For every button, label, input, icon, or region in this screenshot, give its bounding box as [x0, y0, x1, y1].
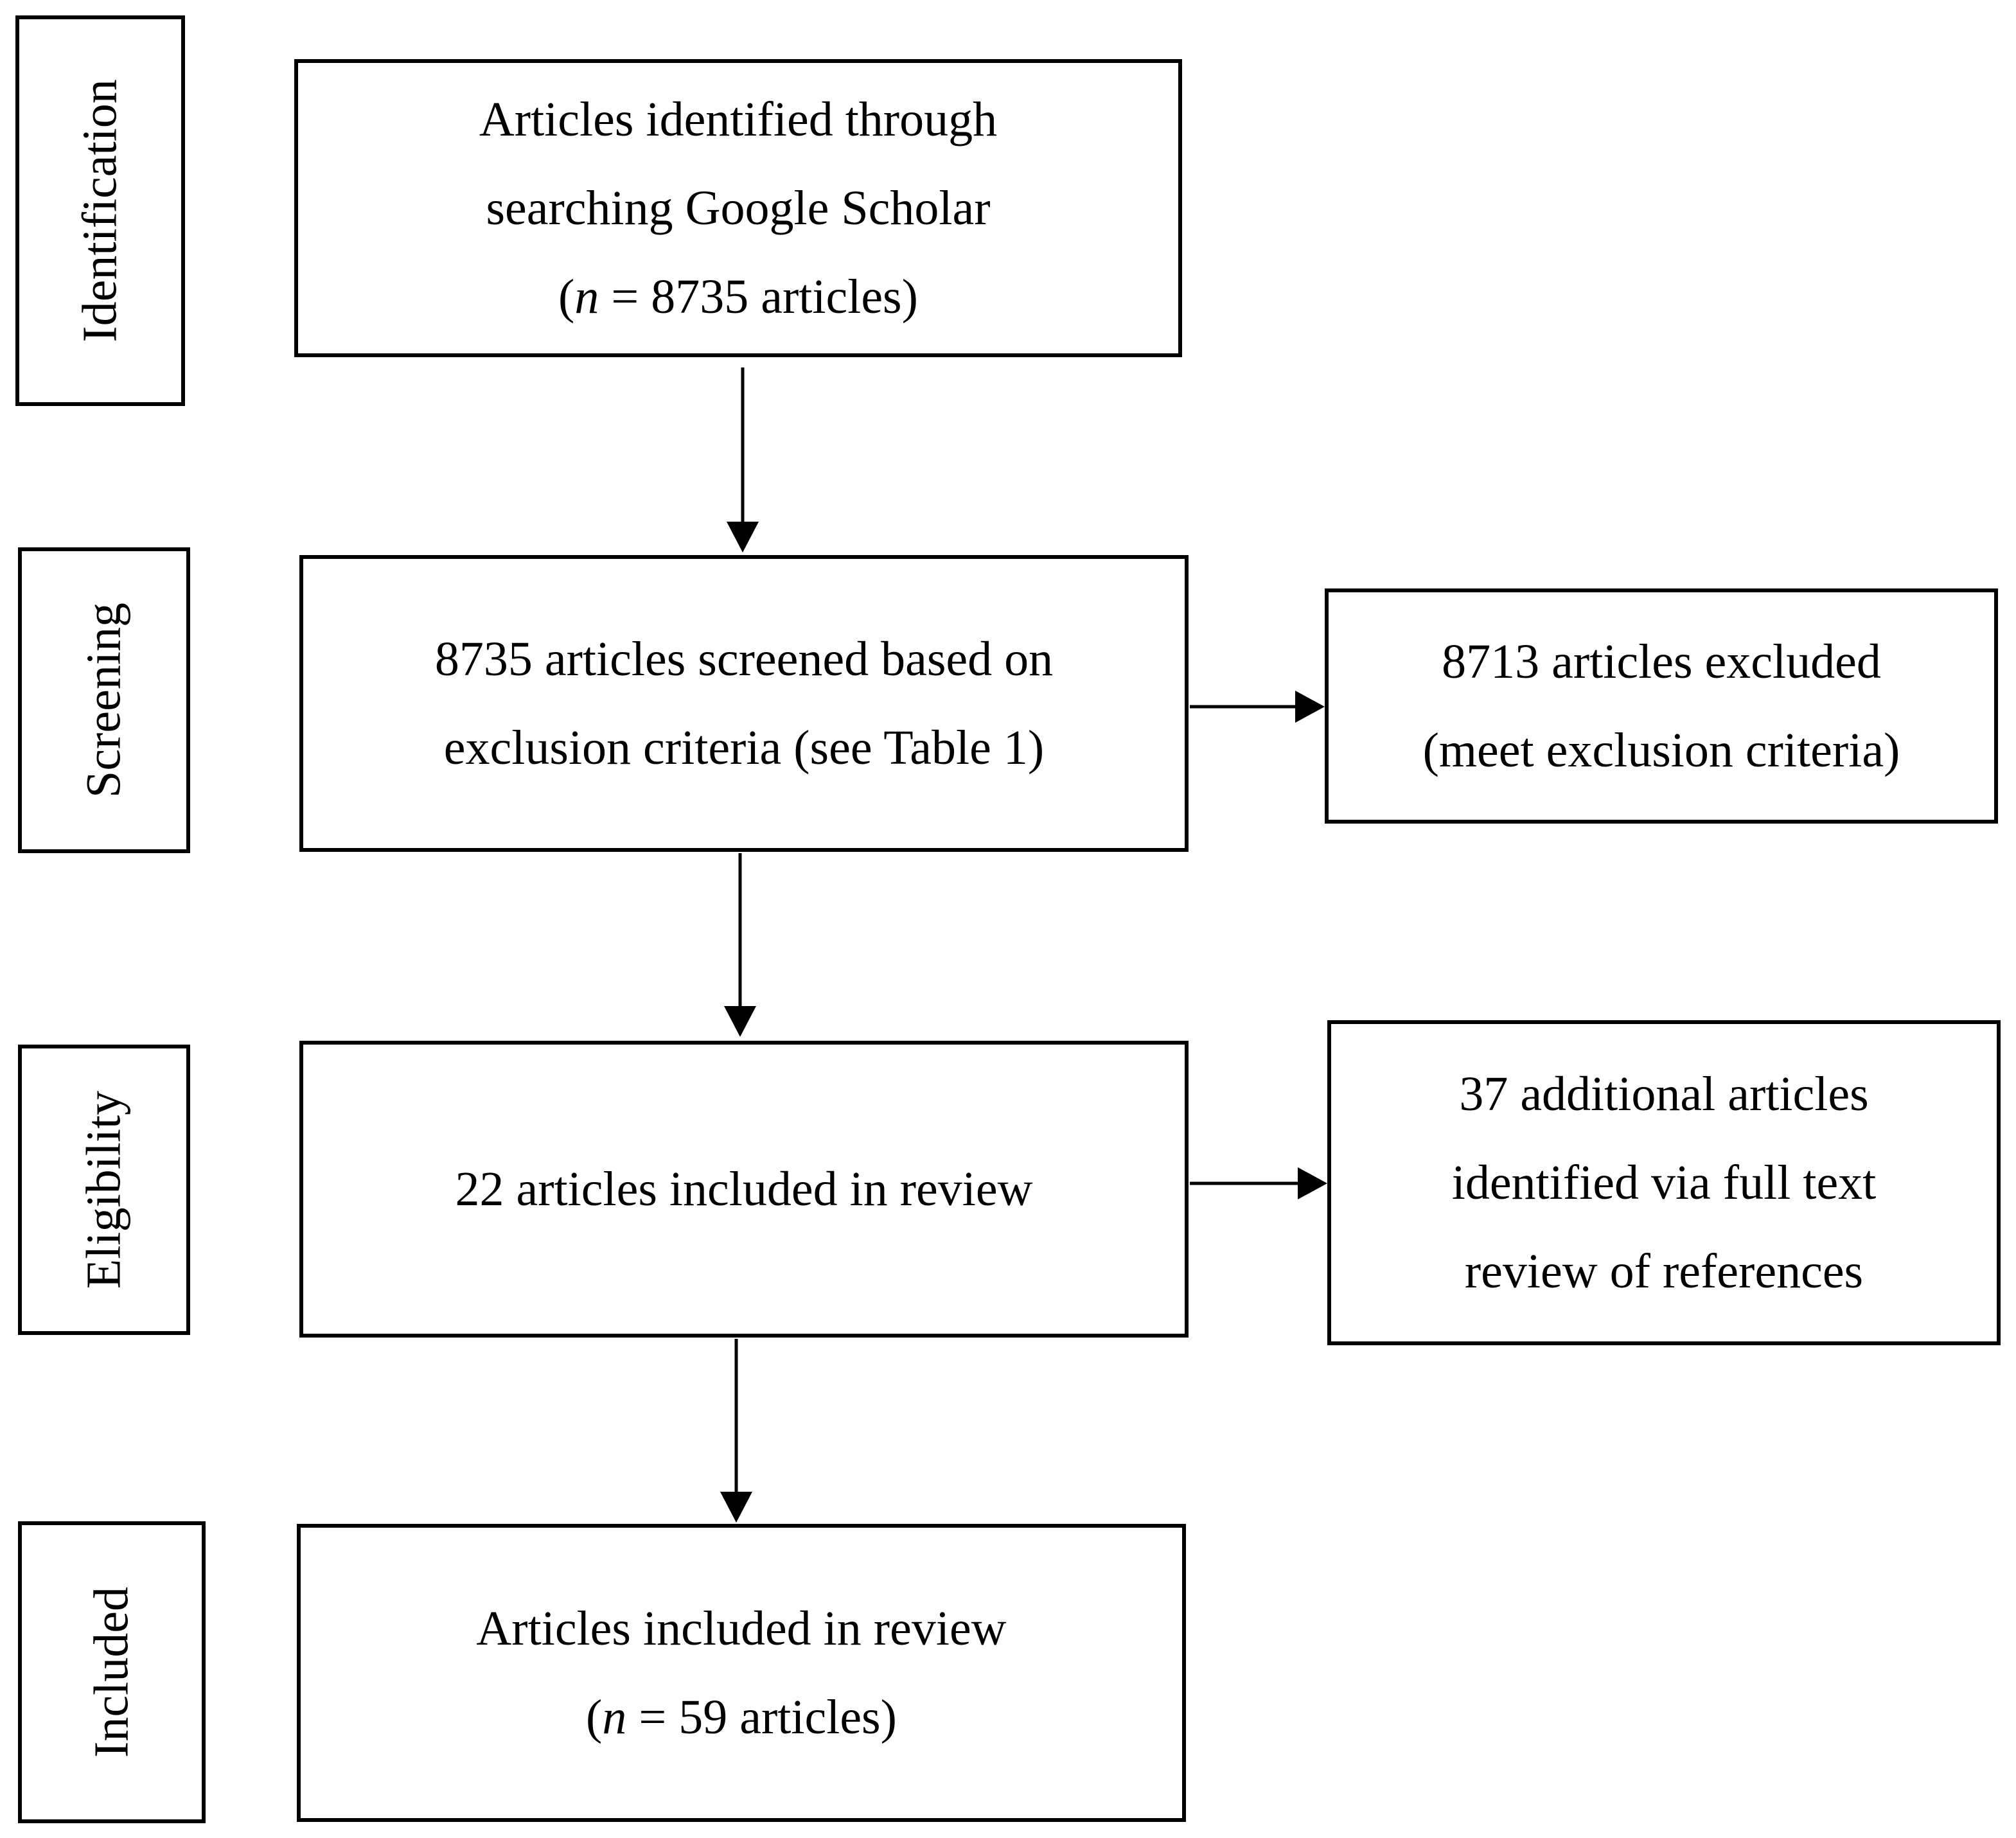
arrowhead-down — [724, 1006, 756, 1037]
box-additional: 37 additional articles identified via fu… — [1327, 1020, 2001, 1345]
n-symbol: n — [574, 270, 599, 324]
additional-line2: identified via full text — [1451, 1156, 1877, 1210]
box-included: Articles included in review (n = 59 arti… — [297, 1524, 1186, 1822]
included-count: (n = 59 articles) — [586, 1690, 897, 1744]
identified-line2: searching Google Scholar — [486, 181, 991, 235]
screened-line2: exclusion criteria (see Table 1) — [443, 721, 1045, 775]
identified-line1: Articles identified through — [479, 93, 998, 146]
additional-line3: review of references — [1464, 1244, 1864, 1298]
arrowhead-right — [1298, 1167, 1327, 1199]
box-screened: 8735 articles screened based on exclusio… — [299, 555, 1189, 852]
identified-count: (n = 8735 articles) — [558, 270, 918, 324]
stage-included: Included — [18, 1521, 206, 1823]
arrowhead-down — [720, 1492, 752, 1523]
screened-line1: 8735 articles screened based on — [434, 632, 1054, 686]
box-identified: Articles identified through searching Go… — [294, 59, 1182, 357]
arrowhead-right — [1295, 691, 1325, 723]
eligible-line1: 22 articles included in review — [455, 1162, 1033, 1216]
box-eligible: 22 articles included in review — [299, 1041, 1189, 1338]
additional-line1: 37 additional articles — [1459, 1067, 1869, 1121]
arrowhead-down — [727, 522, 759, 552]
n-symbol: n — [602, 1690, 627, 1744]
box-excluded: 8713 articles excluded (meet exclusion c… — [1325, 588, 1998, 824]
excluded-line2: (meet exclusion criteria) — [1422, 723, 1900, 777]
stage-eligibility: Eligibility — [18, 1045, 190, 1335]
included-line1: Articles included in review — [476, 1602, 1007, 1656]
stage-identification: Identification — [15, 15, 185, 406]
stage-screening: Screening — [18, 547, 190, 853]
excluded-line1: 8713 articles excluded — [1442, 635, 1881, 689]
